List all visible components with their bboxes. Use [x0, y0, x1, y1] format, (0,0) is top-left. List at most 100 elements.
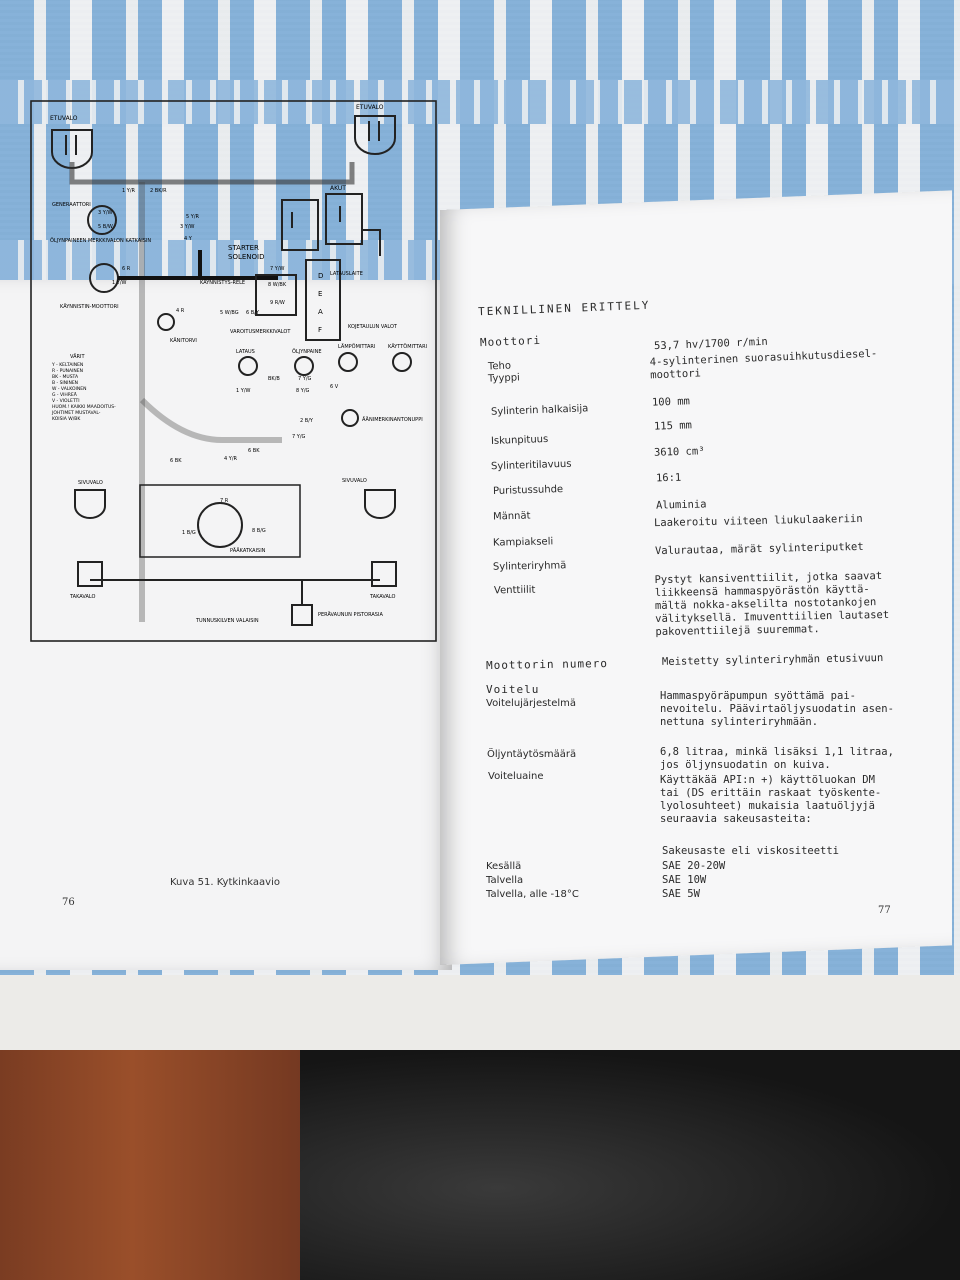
regulator-letter: D	[318, 272, 323, 280]
side-lamp-right-symbol	[364, 489, 396, 519]
label-oil-pressure-switch: ÖLJYNPAINEEN MERKKIVALON KATKAISIN	[50, 237, 151, 244]
hour-meter-symbol	[392, 352, 412, 372]
label-hour-meter: KÄYTTÖMITTARI	[388, 343, 427, 350]
left-page	[0, 280, 452, 970]
label-headlight-right: ETUVALO	[356, 104, 384, 111]
viscosity-label: Kesällä	[486, 861, 522, 872]
page-number-left: 76	[62, 897, 75, 908]
wire-code-label: 3 Y/W	[180, 224, 195, 230]
headlight-right-symbol	[354, 115, 396, 155]
wire-code-label: 6 B/Y	[246, 310, 260, 316]
spec-label: Iskunpituus	[490, 434, 549, 447]
page-number-right: 77	[878, 905, 891, 916]
floor-shadow	[300, 1050, 960, 1280]
wire-code-label: 1 Y/R	[122, 188, 136, 194]
lubrication-label: Voitelujärjestelmä	[486, 698, 577, 709]
spec-label: Tyyppi	[487, 372, 521, 385]
wire-code-label: 4 Y	[184, 236, 193, 242]
wire-code-label: 7 Y/W	[270, 266, 285, 272]
viscosity-label: Talvella	[486, 875, 524, 886]
horn-button-symbol	[341, 409, 359, 427]
open-book	[0, 190, 960, 975]
legend-title: VÄRIT	[70, 353, 85, 360]
lubrication-label: Voiteluaine	[488, 771, 544, 782]
horn-symbol	[157, 313, 175, 331]
spec-value: Aluminia	[655, 498, 707, 512]
label-starter-motor: KÄYNNISTIN-MOOTTORI	[60, 303, 119, 310]
spec-label: Venttiilit	[493, 584, 536, 597]
wire-code-label: 9 R/W	[270, 300, 285, 306]
spec-value: 16:1	[655, 471, 682, 485]
label-charge-gauge: LATAUS	[236, 349, 255, 355]
temperature-gauge-symbol	[338, 352, 358, 372]
label-headlight-left: ETUVALO	[50, 115, 78, 122]
wire-code-label: 8 Y/G	[296, 388, 310, 394]
wire-code-label: 6 R	[122, 266, 131, 272]
section-engine-number: Moottorin numero	[485, 656, 609, 673]
lubrication-value: 6,8 litraa, minkä lisäksi 1,1 litraa, jo…	[660, 746, 894, 771]
label-tail-lamp-right: TAKAVALO	[369, 594, 396, 600]
battery-symbols	[281, 193, 381, 256]
regulator-letter: A	[318, 308, 323, 316]
wiring-diagram: ETUVALO ETUVALO AKUT GENERAATTORI ÖLJYNP…	[30, 100, 437, 642]
label-charging-regulator: LATAUSLAITE	[330, 271, 363, 277]
spec-value: 115 mm	[653, 419, 693, 433]
wire-code-label: 2 B/Y	[300, 418, 314, 424]
spec-label: Sylinteritilavuus	[490, 458, 572, 473]
label-starter-relay: KÄYNNISTYS-RELE	[200, 279, 245, 286]
viscosity-header: Sakeusaste eli viskositeetti	[662, 845, 840, 857]
plate-lamp-symbol	[291, 604, 313, 626]
tablecloth-band	[0, 80, 960, 124]
tail-lamp-left-symbol	[77, 561, 103, 587]
wire-code-label: 3 Y/W	[98, 210, 113, 216]
wire-code-label: 8 B/G	[252, 528, 266, 534]
viscosity-value: SAE 20-20W	[662, 860, 726, 872]
section-engine: Moottori	[479, 333, 542, 350]
viscosity-value: SAE 10W	[662, 874, 707, 886]
wire-code-label: 6 BK	[248, 448, 260, 454]
spec-value: 3610 cm³	[653, 445, 705, 459]
wire-code-label: 7 Y/G	[292, 434, 306, 440]
relay-symbol	[255, 274, 297, 316]
wire-code-label: 7 R	[220, 498, 229, 504]
label-starter: STARTER	[228, 244, 259, 252]
wire-code-label: 6 BK	[170, 458, 182, 464]
spec-label: Puristussuhde	[492, 484, 564, 497]
viscosity-value: SAE 5W	[662, 888, 700, 900]
starter-motor-symbol	[89, 263, 119, 293]
wire-code-label: 1 Y/W	[112, 280, 127, 286]
wire-code-label: 5 W/BG	[220, 310, 239, 316]
viscosity-label: Talvella, alle -18°C	[486, 889, 579, 900]
wire-code-label: 6 V	[330, 384, 339, 390]
label-batteries: AKUT	[330, 185, 346, 192]
table-surface	[0, 975, 960, 1055]
regulator-letter: E	[318, 290, 322, 298]
label-dash-lights: KOJETAULUN VALOT	[348, 324, 398, 330]
lubrication-value: Hammaspyöräpumpun syöttämä pai- nevoitel…	[660, 690, 894, 728]
side-lamp-left-symbol	[74, 489, 106, 519]
charging-regulator-symbol	[305, 259, 341, 341]
wire-code-label: BK/B	[268, 376, 280, 382]
label-plate-lamp: TUNNUSKILVEN VALAISIN	[195, 618, 259, 624]
label-side-lamp-left: SIVUVALO	[78, 480, 103, 486]
wire-code-label: 8 W/BK	[268, 282, 287, 288]
label-temperature-gauge: LÄMPÖMITTARI	[338, 343, 375, 350]
spec-value: 100 mm	[651, 395, 691, 409]
wire-code-label: 1 B/G	[182, 530, 196, 536]
main-switch-frame	[139, 484, 301, 558]
wire-code-label: 4 R	[176, 308, 185, 314]
oil-pressure-gauge-symbol	[294, 356, 314, 376]
label-trailer-socket: PERÄVAUNUN PISTORASIA	[318, 611, 383, 618]
label-horn: KÄNITORVI	[170, 337, 197, 344]
generator-symbol	[87, 205, 117, 235]
wooden-floor	[0, 1050, 330, 1280]
label-main-switch: PÄÄKATKAISIN	[230, 547, 266, 554]
lubrication-value: Käyttäkää API:n +) käyttöluokan DM tai (…	[660, 774, 882, 825]
spec-label: Kampiakseli	[492, 536, 554, 549]
label-tail-lamp-left: TAKAVALO	[69, 594, 96, 600]
label-horn-button: ÄÄNIMERKINANTONUPPI	[362, 416, 423, 423]
main-switch-symbol	[197, 502, 243, 548]
charge-gauge-symbol	[238, 356, 258, 376]
